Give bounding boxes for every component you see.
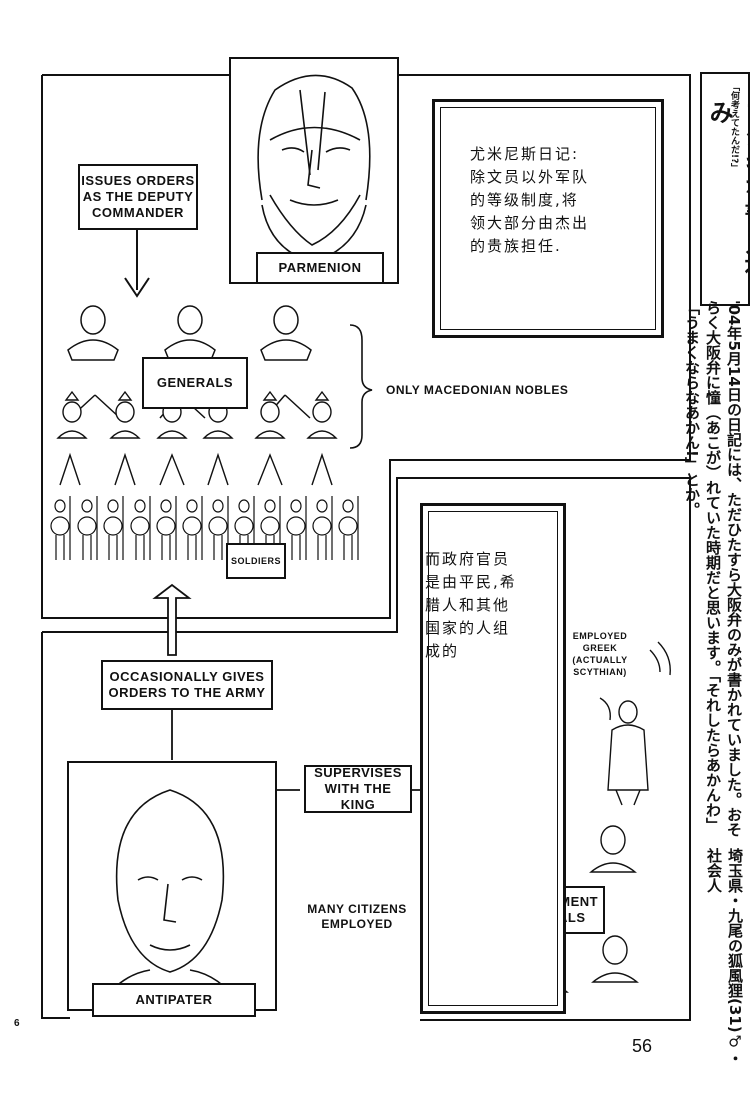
- soldiers-figures: [50, 496, 359, 560]
- page-number: 56: [632, 1036, 653, 1056]
- nobles-label: ONLY MACEDONIAN NOBLES: [386, 383, 569, 397]
- arrow-down-deputy: [124, 228, 150, 298]
- sidebar-body-text: '04年5月14日の日記には、ただひたすら大阪弁のみが書かれていました。おそらく…: [683, 300, 743, 837]
- sidebar-header-title: フシギな書き込み: [705, 100, 750, 275]
- arrow-up-army: [152, 583, 192, 656]
- soldiers-label: SOLDIERS: [226, 543, 286, 579]
- sidebar-header-small: 「何考えてたんだ!?」: [729, 82, 739, 173]
- top-panel-border: [41, 74, 691, 619]
- generals-figures: [67, 305, 312, 361]
- translation-note-box-2: [420, 503, 566, 1014]
- sidebar-author: 埼玉県・九尾の狐風狸(31)♂・社会人: [705, 848, 744, 1066]
- translation-note-text-2: 而政府官员 是由平民,希 腊人和其他 国家的人组 成的: [425, 550, 517, 660]
- greek-figure: [607, 700, 649, 806]
- sidebar-header-frame: [700, 72, 750, 306]
- army-orders-label: OCCASIONALLY GIVES ORDERS TO THE ARMY: [101, 660, 273, 710]
- employed-greek-label: EMPLOYED GREEK (ACTUALLY SCYTHIAN): [572, 631, 628, 677]
- many-citizens-label: MANY CITIZENS EMPLOYED: [307, 902, 407, 931]
- officers-figures: [56, 390, 338, 439]
- antipater-name-label: ANTIPATER: [92, 983, 256, 1017]
- supervises-label: SUPERVISES WITH THE KING: [304, 765, 412, 813]
- translation-note-box-1: [432, 99, 664, 338]
- officers-hierarchy-lines: [59, 452, 333, 486]
- generals-label: GENERALS: [142, 357, 248, 409]
- parmenion-name-label: PARMENION: [256, 252, 384, 284]
- nobles-brace: [349, 324, 373, 449]
- greek-pointer: [599, 697, 611, 721]
- antipater-portrait-frame: [67, 761, 277, 1011]
- deputy-orders-label: ISSUES ORDERS AS THE DEPUTY COMMANDER: [78, 164, 198, 230]
- translation-note-text-1: 尤米尼斯日记: 除文员以外军队 的等级制度,将 领大部分由杰出 的贵族担任.: [470, 145, 590, 255]
- bottom-panel-border: [41, 477, 691, 1021]
- parmenion-portrait-frame: [229, 57, 399, 284]
- chapter-mark: 6: [14, 1018, 20, 1029]
- greek-motion-lines: [649, 641, 671, 676]
